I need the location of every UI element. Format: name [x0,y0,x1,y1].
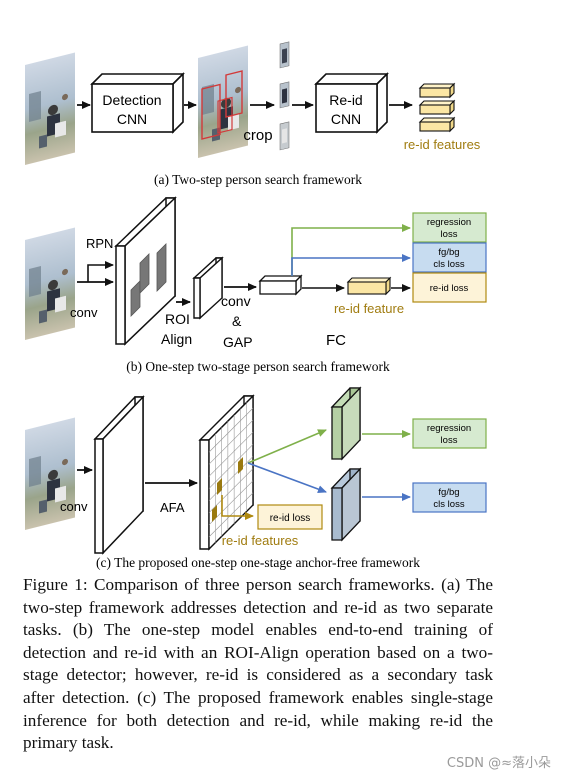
grid-line [208,468,254,513]
rpn-arrow [87,261,114,282]
caption-a: (a) Two-step person search framework [154,172,362,187]
input-image-b [25,227,75,340]
panel-c: conv AFA [25,386,487,570]
reid-loss-box-b: re-id loss [412,272,487,303]
input-image-a [25,52,75,165]
regression-loss-box-c: regression loss [412,418,487,449]
reid-feature-b [346,276,392,296]
grid-line [208,407,254,453]
conv-label-b: conv [70,305,98,320]
regression-label-2-c: loss [441,435,458,446]
regression-label-2-b: loss [441,229,458,240]
roi-label-2: Align [161,331,192,347]
fgbg-arrow-c [247,462,327,493]
afa-label: AFA [160,500,185,515]
grid-line [208,420,254,465]
gap-label-2: & [232,313,242,329]
reid-loss-box-c: re-id loss [257,504,323,530]
reid-loss-label-c: re-id loss [270,513,311,524]
regression-label-1-c: regression [427,423,471,434]
fgbg-loss-box-c: fg/bg cls loss [412,482,487,513]
detected-image-a [198,45,248,158]
reid-label-1: Re-id [329,92,362,108]
fc-vector-b [258,274,303,296]
fgbg-label-1-c: fg/bg [438,487,459,498]
detection-label-1: Detection [102,92,161,108]
roi-feature-b [192,256,224,320]
reid-features-label-a: re-id features [404,137,481,152]
detection-label-2: CNN [117,111,147,127]
backbone-feature-map-b [114,196,177,346]
regression-loss-box-b: regression loss [412,212,487,243]
caption-b: (b) One-step two-stage person search fra… [126,359,390,374]
panel-b: RPN conv ROI Align conv & GAP [25,196,487,374]
grid-line [208,432,254,477]
caption-c: (c) The proposed one-step one-stage anch… [96,555,420,570]
rpn-label: RPN [86,236,113,251]
backbone-feature-map-c [93,395,145,555]
reid-arrow-c [221,495,254,520]
panel-a: Detection CNN crop [25,41,481,187]
grid-line [208,444,254,489]
reid-features-label-c: re-id features [222,533,299,548]
reid-label-2: CNN [331,111,361,127]
reid-feature-stack [418,82,456,133]
fc-label: FC [326,332,346,349]
grid-line [208,492,254,538]
grid-line [208,456,254,501]
regression-label-1-b: regression [427,217,471,228]
conv-label-c: conv [60,499,88,514]
detection-cnn-box: Detection CNN [90,72,185,134]
fgbg-head-c [330,467,362,542]
roi-label-1: ROI [165,311,190,327]
regression-arrow-b [291,224,411,276]
gap-label-1: conv [221,293,251,309]
fgbg-label-1-b: fg/bg [438,247,459,258]
watermark: CSDN @≈落小朵 [446,756,551,771]
afa-feature-grid [198,394,255,551]
fgbg-loss-box-b: fg/bg cls loss [412,242,487,273]
fgbg-arrow-b [291,254,411,276]
cropped-persons [279,41,290,151]
reid-cnn-box: Re-id CNN [314,72,389,134]
fgbg-label-2-b: cls loss [433,259,464,270]
regression-head-c [330,386,362,461]
gap-label-3: GAP [223,334,253,350]
fgbg-label-2-c: cls loss [433,499,464,510]
regression-arrow-c [247,429,327,464]
reid-loss-label-b: re-id loss [430,283,469,294]
crop-label: crop [243,127,272,144]
reid-feature-label-b: re-id feature [334,301,404,316]
figure-caption: Figure 1: Comparison of three person sea… [23,575,493,753]
